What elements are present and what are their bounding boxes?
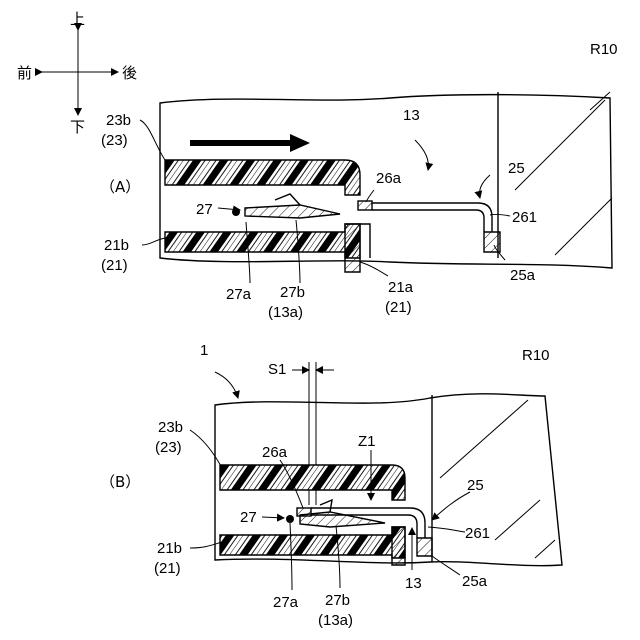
label-27b: 27b (280, 284, 305, 301)
label-r10: R10 (522, 347, 550, 364)
panel-a: 23b (23) 13 R10 26a 25 （A） 27 261 21b (2… (100, 41, 618, 321)
label-s1: S1 (268, 361, 286, 378)
compass-up: 上 (70, 10, 85, 28)
label-27: 27 (196, 201, 213, 218)
label-261: 261 (512, 209, 537, 226)
label-13a: (13a) (318, 612, 353, 629)
label-21-right: (21) (385, 299, 412, 316)
label-13: 13 (403, 107, 420, 124)
compass-back: 後 (122, 64, 137, 82)
label-21a: 21a (388, 279, 414, 296)
label-25a: 25a (510, 267, 536, 284)
compass-front: 前 (17, 64, 32, 82)
label-25: 25 (508, 160, 525, 177)
label-21: (21) (154, 560, 181, 577)
label-23b: 23b (158, 419, 183, 436)
label-27b: 27b (325, 592, 350, 609)
label-21b: 21b (157, 540, 182, 557)
label-23: (23) (155, 439, 182, 456)
compass-down: 下 (70, 118, 85, 136)
label-23: (23) (101, 132, 128, 149)
label-r10: R10 (590, 41, 618, 58)
label-26a: 26a (376, 170, 402, 187)
label-21b: 21b (104, 237, 129, 254)
label-25a: 25a (462, 573, 488, 590)
label-1: 1 (200, 342, 208, 359)
label-25: 25 (467, 477, 484, 494)
panel-b-tag: （B） (100, 473, 140, 491)
panel-b: 1 S1 R10 23b (23) 26a Z1 25 （B） 27 261 2… (100, 342, 562, 629)
label-26a: 26a (262, 444, 288, 461)
label-23b: 23b (106, 112, 131, 129)
panel-a-tag: （A） (100, 178, 140, 196)
label-z1: Z1 (358, 433, 376, 450)
label-21: (21) (101, 257, 128, 274)
label-27a: 27a (273, 594, 299, 611)
label-27a: 27a (226, 286, 252, 303)
label-27: 27 (240, 509, 257, 526)
label-13: 13 (405, 575, 422, 592)
label-261: 261 (465, 525, 490, 542)
label-13a: (13a) (268, 304, 303, 321)
